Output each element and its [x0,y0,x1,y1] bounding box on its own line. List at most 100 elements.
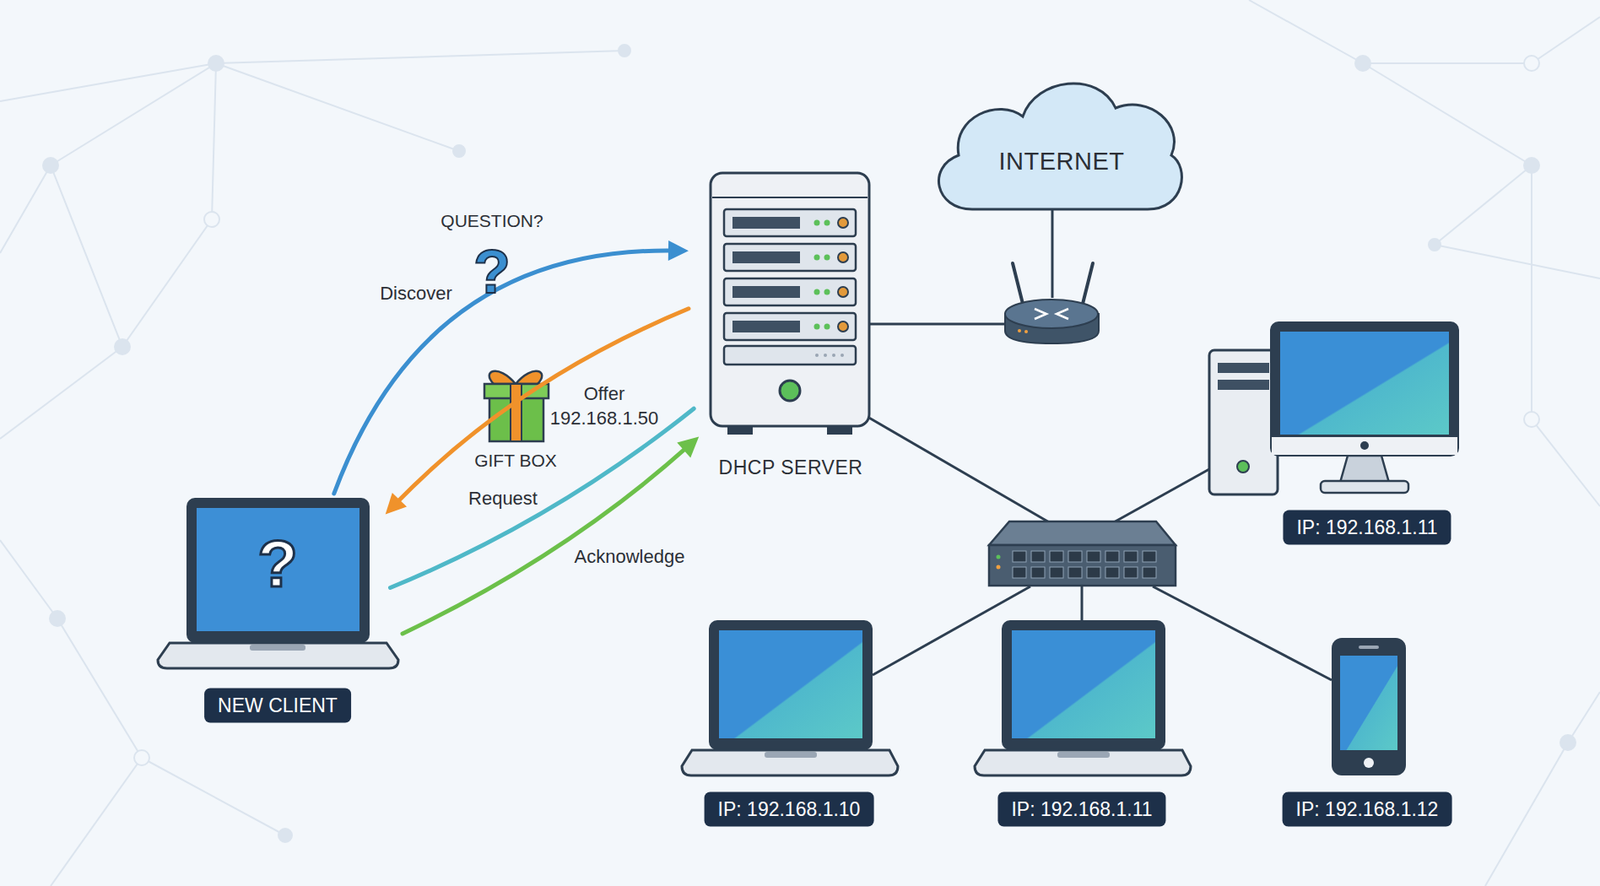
desktop-computer [1320,481,1409,493]
background-network [1524,411,1540,428]
background-network [50,165,123,347]
cloud-label: INTERNET [999,147,1125,176]
gift-box [515,371,542,384]
network-switch [1031,567,1045,579]
server-tower [732,216,800,333]
network-switch [989,545,1176,586]
network-switch [1012,567,1027,579]
question-label: QUESTION? [440,210,543,232]
laptop-computer [1057,751,1110,758]
background-network [1485,742,1568,886]
server-tower [837,217,849,332]
smartphone [1331,637,1406,776]
desktop-computer [1209,321,1460,495]
network-switch [1124,551,1138,563]
client-laptop [196,508,360,632]
server-tower [824,324,831,330]
smartphone [1363,757,1374,768]
server-tower [837,217,849,228]
background-network [1530,165,1533,420]
edge-label: Request [468,486,538,512]
ip-label: IP: 192.168.1.11 [997,792,1166,828]
ip-label: IP: 192.168.1.11 [1282,510,1451,546]
smartphone [1340,655,1398,751]
message-arrow [390,408,695,588]
server-tower [837,321,849,332]
network-switch [1086,567,1101,579]
background-network [0,63,217,102]
background-network [211,63,217,220]
background-network [1531,16,1600,64]
server-tower [724,209,856,365]
network-switch [1124,567,1138,579]
phone-node: IP: 192.168.1.12 [1282,637,1452,830]
network-wire [1112,469,1210,524]
laptop-computer [764,751,817,758]
server-tower [814,220,821,227]
ip-label: IP: 192.168.1.10 [704,792,875,828]
background-network [1531,419,1600,507]
background-network [134,750,150,766]
network-wire [869,323,1007,326]
network-wire [1152,586,1332,681]
network-switch [1031,551,1045,563]
device-label: NEW CLIENT [204,688,352,724]
background-network [0,540,58,619]
router-symbol [1024,329,1028,334]
edge-label: Acknowledge [574,545,686,570]
client-laptop [157,643,399,669]
router-symbol [1034,308,1069,319]
server-tower [724,345,856,365]
background-network [57,618,142,758]
desktop-computer [1271,437,1458,455]
server-tower [837,252,849,263]
server-tower [779,380,800,401]
router-symbol [1082,263,1093,304]
message-arrow [402,446,688,633]
background-network [618,44,631,57]
gift-box [484,371,549,442]
network-wire [867,207,1332,681]
internet-cloud [938,83,1182,210]
desktop-computer [1340,455,1390,483]
screen-symbol: ? [257,525,298,603]
network-switch [1049,567,1064,579]
router-symbol [1005,299,1098,329]
server-tower [814,254,821,261]
desktop-computer [1280,331,1449,435]
server-tower [824,220,831,227]
client-node: ? NEW CLIENT [157,493,403,724]
router-symbol [1017,329,1022,333]
gift-box [489,371,516,384]
server-tower [724,243,856,271]
laptop-computer [1001,620,1166,751]
desktop-computer [1237,460,1249,473]
message-arrow [395,308,689,504]
laptop-computer [681,750,898,776]
desktop-computer [1270,321,1460,457]
background-network [204,211,220,228]
server-tower [814,324,821,330]
gift-box [510,383,522,442]
router-symbol [1005,263,1099,344]
background-network [0,346,123,439]
server-tower [732,251,800,264]
network-wire [867,416,1051,524]
server-tower [712,196,868,199]
server-tower [710,172,870,427]
background-network [1524,55,1540,71]
laptop-node: IP: 192.168.1.11 [974,620,1192,830]
server-label: DHCP SERVER [718,456,864,480]
server-tower [840,353,844,357]
server-tower [814,220,831,330]
background-network [0,165,51,254]
background-network [122,219,212,347]
network-switch [989,521,1176,586]
server-tower [814,289,821,296]
background-network [50,757,142,886]
arrow-head [385,492,407,515]
desktop-computer [1217,379,1270,390]
